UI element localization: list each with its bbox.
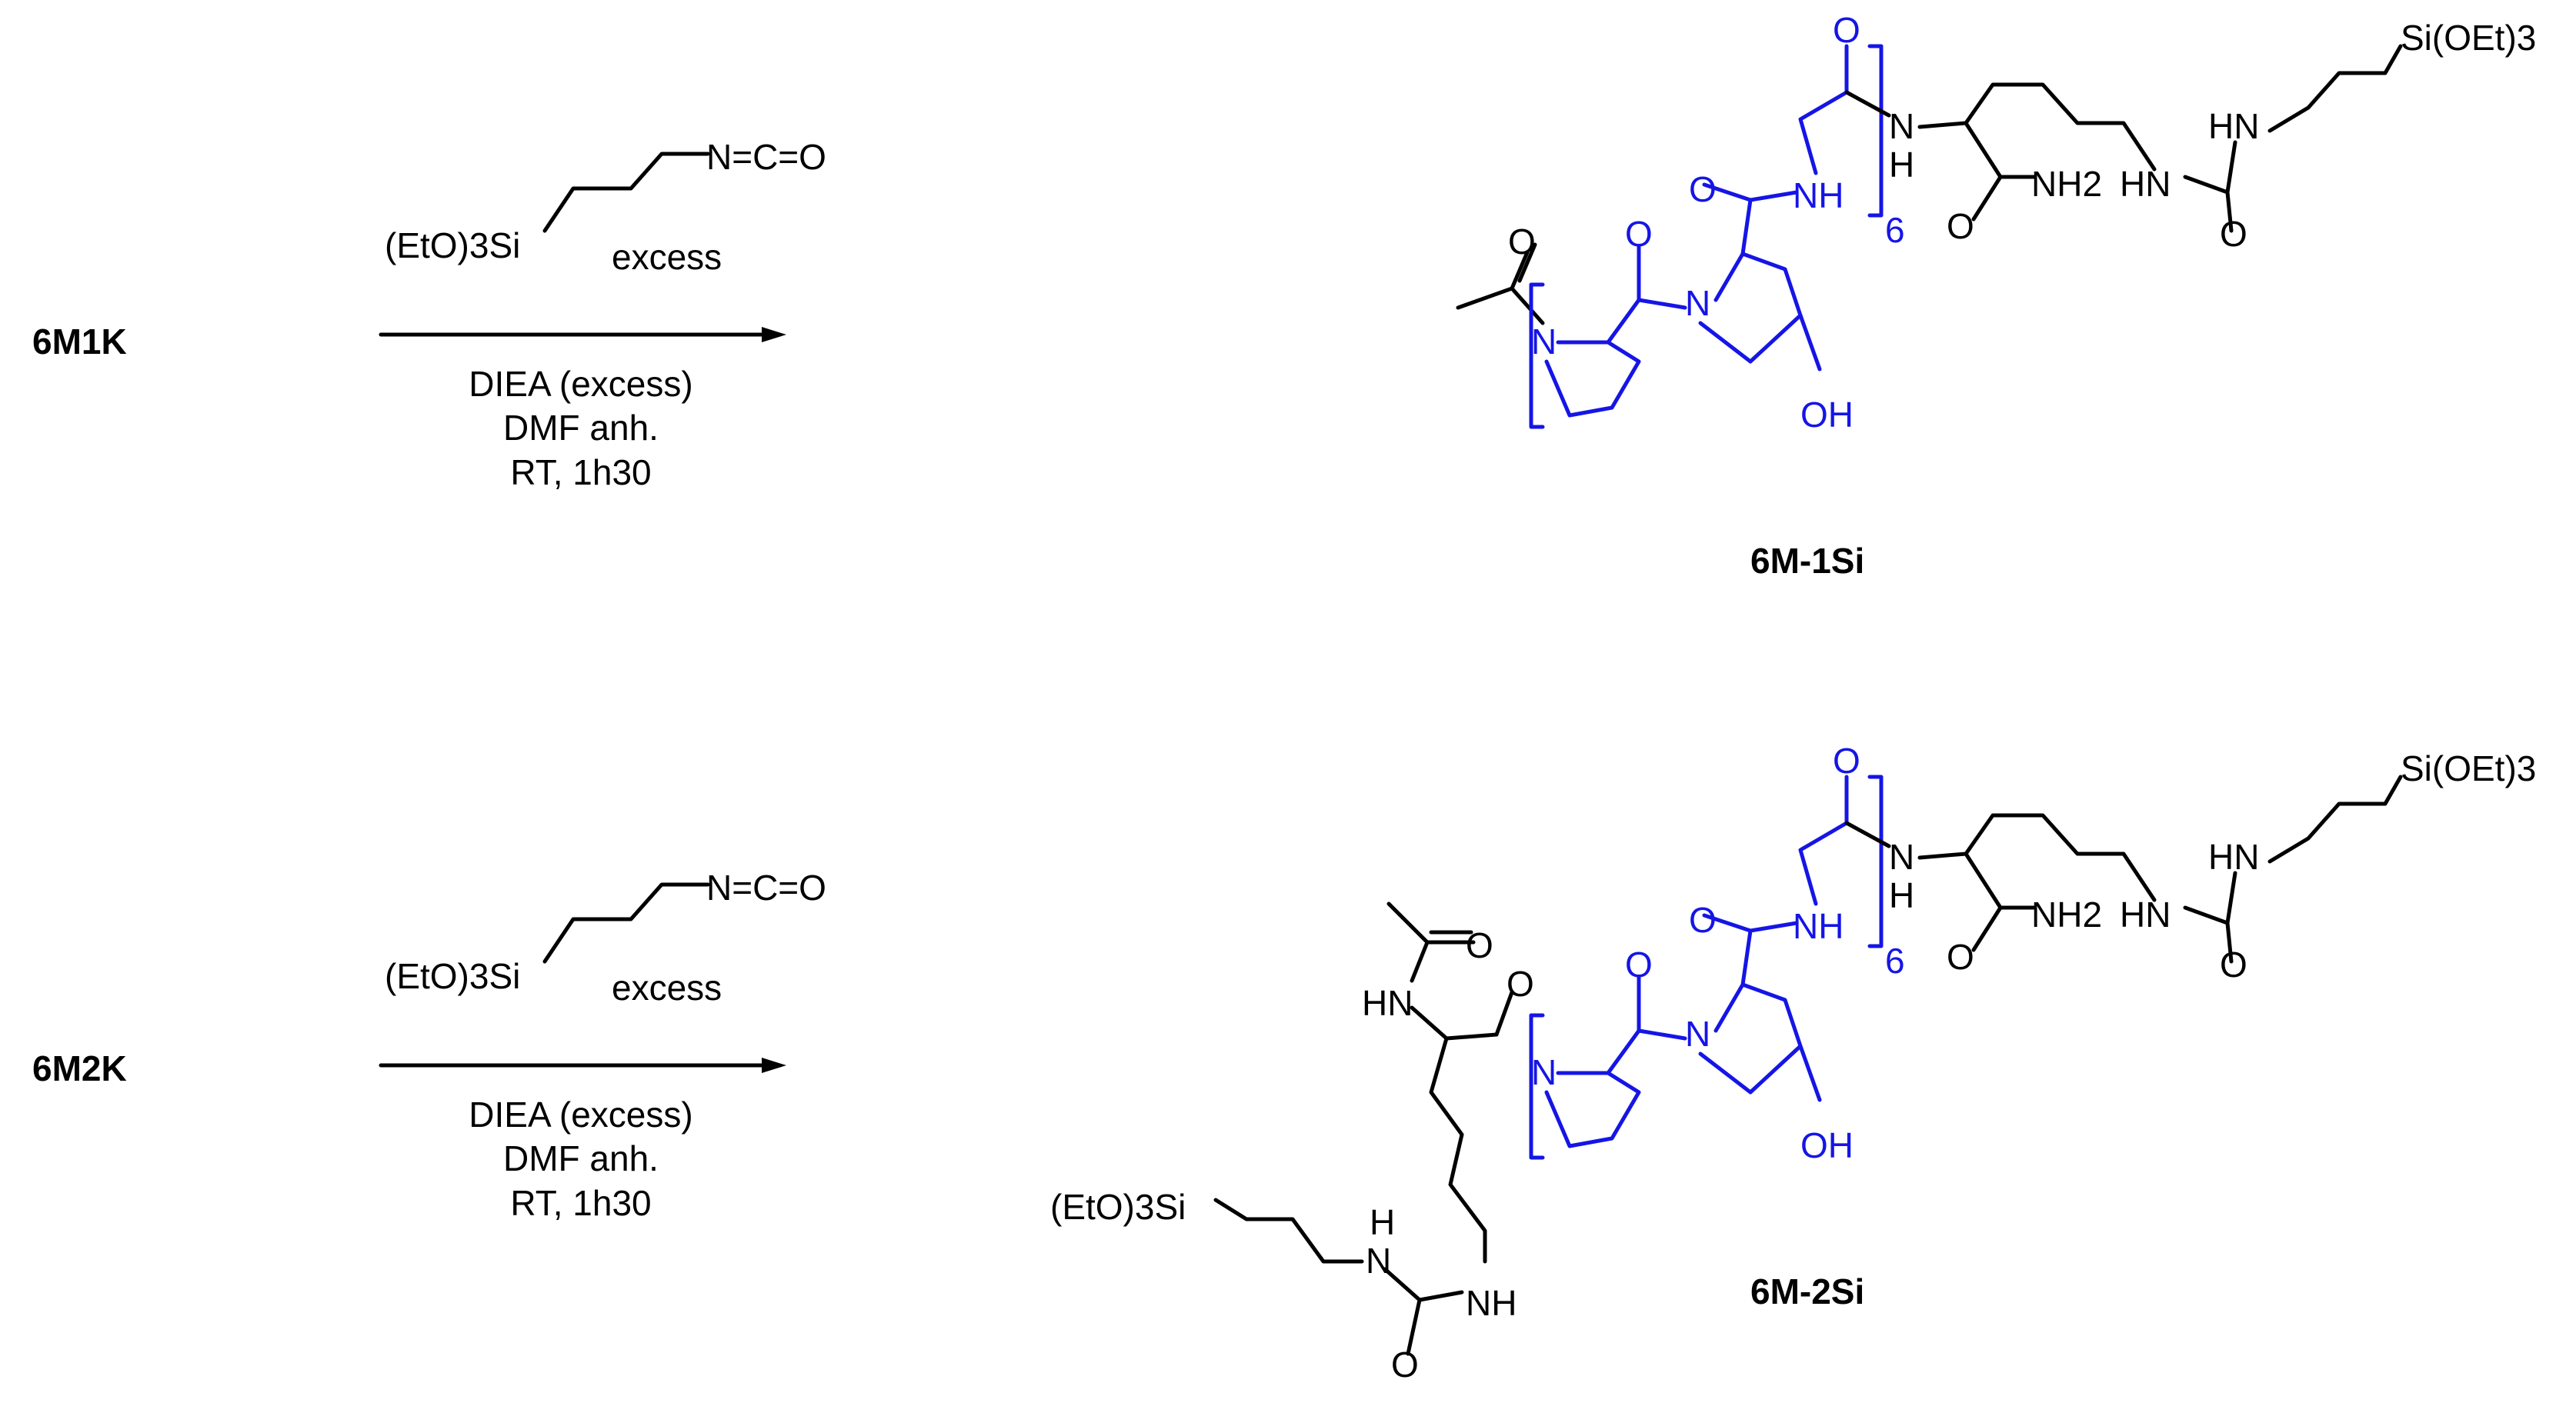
atom-h-lys: H: [1889, 875, 1914, 915]
reagent-isocyanate-label: N=C=O: [706, 137, 826, 177]
reagent-isocyanate-label: N=C=O: [706, 868, 826, 908]
svg-text:O: O: [1507, 964, 1534, 1004]
atom-nh-gly: NH: [1793, 906, 1844, 946]
atom-n-hyp: N: [1685, 1014, 1710, 1054]
atom-nh-lys: N: [1889, 837, 1914, 877]
atom-oh: OH: [1800, 395, 1854, 435]
conditions: DIEA (excess) DMF anh. RT, 1h30: [469, 1095, 692, 1223]
starting-material-label: 6M1K: [32, 322, 127, 362]
repeat-bracket-right: [1867, 44, 1884, 218]
reaction-1: 6M1K (EtO)3Si N=C=O excess DIEA (excess)…: [32, 10, 2536, 581]
atom-oh: OH: [1800, 1125, 1854, 1165]
conditions: DIEA (excess) DMF anh. RT, 1h30: [469, 364, 692, 492]
product-label: 6M-1Si: [1750, 541, 1864, 581]
condition-base: DIEA (excess): [469, 1095, 692, 1135]
reaction-2: 6M2K (EtO)3Si N=C=O excess DIEA (excess)…: [32, 741, 2536, 1385]
atom-nh-gly: NH: [1793, 175, 1844, 215]
atom-h-lys: H: [1889, 145, 1914, 185]
condition-time: RT, 1h30: [510, 1183, 651, 1223]
repeat-count: 6: [1885, 210, 1905, 250]
svg-text:O: O: [2220, 945, 2247, 985]
repeat-count: 6: [1885, 941, 1905, 981]
starting-material-label: 6M2K: [32, 1048, 127, 1088]
atom-hn-urea: HN: [2120, 895, 2171, 935]
silyl-left-label: (EtO)3Si: [1050, 1187, 1186, 1227]
product-1-structure: O N O N OH O NH O 6: [1456, 10, 2536, 435]
reagent-silyl-label: (EtO)3Si: [385, 956, 520, 996]
condition-solvent: DMF anh.: [503, 408, 659, 448]
svg-text:O: O: [1625, 214, 1653, 254]
reagent-amount-label: excess: [612, 237, 722, 277]
svg-text:O: O: [1625, 945, 1653, 985]
atom-nh-lys-side: NH: [1466, 1283, 1517, 1323]
svg-text:O: O: [1689, 169, 1717, 209]
product-2-structure: O HN O NH O H N (EtO)3Si N O N: [1050, 741, 2536, 1385]
reagent-chain: [542, 882, 710, 964]
atom-hn-ac: HN: [1362, 983, 1413, 1023]
svg-text:O: O: [1466, 925, 1493, 965]
svg-text:O: O: [1833, 741, 1860, 781]
atom-nh-lys: N: [1889, 106, 1914, 146]
reaction-arrow: [379, 327, 786, 342]
svg-text:O: O: [1391, 1345, 1419, 1385]
svg-text:O: O: [1947, 937, 1974, 977]
isocyanate-reagent: (EtO)3Si N=C=O excess: [385, 868, 826, 1008]
svg-text:O: O: [2220, 214, 2247, 254]
reaction-arrow: [379, 1058, 786, 1073]
atom-n-urea: N: [1366, 1241, 1391, 1281]
reagent-silyl-label: (EtO)3Si: [385, 225, 520, 265]
condition-time: RT, 1h30: [510, 452, 651, 492]
svg-text:O: O: [1508, 222, 1536, 262]
atom-hn-urea-2: HN: [2208, 106, 2259, 146]
atom-nh2: NH2: [2031, 164, 2102, 204]
atom-hn-urea: HN: [2120, 164, 2171, 204]
isocyanate-reagent: (EtO)3Si N=C=O excess: [385, 137, 826, 277]
arrowhead: [762, 1058, 786, 1073]
silyl-right-label: Si(OEt)3: [2401, 18, 2536, 58]
silyl-right-label: Si(OEt)3: [2401, 748, 2536, 788]
arrowhead: [762, 327, 786, 342]
atom-n-pro1: N: [1531, 1052, 1557, 1092]
reagent-chain: [542, 152, 710, 233]
svg-text:O: O: [1947, 206, 1974, 246]
svg-text:O: O: [1833, 10, 1860, 50]
repeat-bracket-left: [1529, 282, 1545, 429]
atom-hn-urea-2: HN: [2208, 837, 2259, 877]
atom-n-hyp: N: [1685, 283, 1710, 323]
repeat-bracket-left: [1529, 1013, 1545, 1160]
atom-nh2: NH2: [2031, 895, 2102, 935]
svg-text:O: O: [1689, 900, 1717, 940]
atom-h-urea: H: [1370, 1202, 1395, 1242]
condition-solvent: DMF anh.: [503, 1138, 659, 1178]
repeat-bracket-right: [1867, 775, 1884, 948]
condition-base: DIEA (excess): [469, 364, 692, 404]
atom-n-pro1: N: [1531, 322, 1557, 362]
product-label: 6M-2Si: [1750, 1271, 1864, 1311]
reagent-amount-label: excess: [612, 968, 722, 1008]
